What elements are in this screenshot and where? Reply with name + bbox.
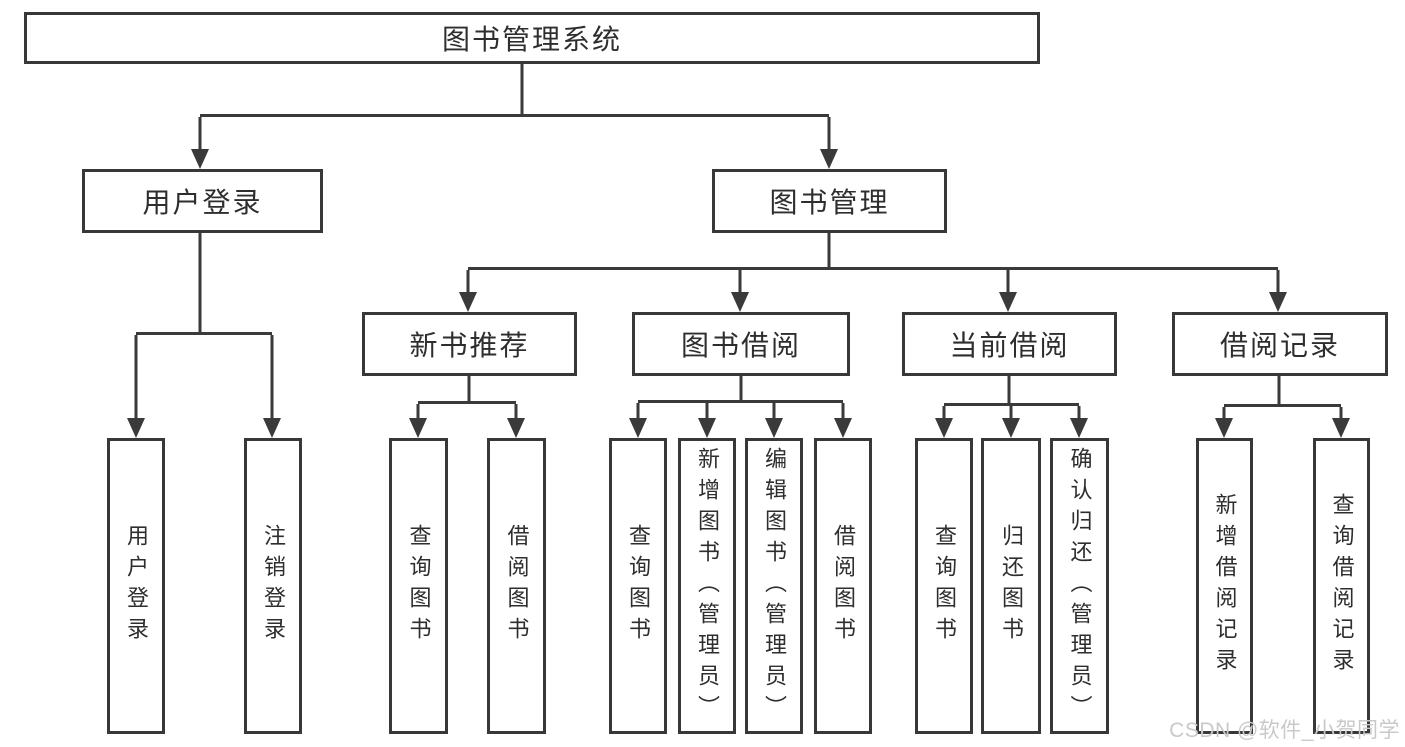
node-book-management: 图书管理 (712, 169, 947, 233)
node-current-borrowing: 当前借阅 (902, 312, 1117, 376)
node-label: 图书借阅 (680, 330, 801, 361)
node-label: 用户登录 (142, 187, 263, 218)
node-label: 图书管理 (769, 187, 890, 218)
node-borrowing-records: 借阅记录 (1172, 312, 1388, 376)
node-label: 确认归还（管理员） (1067, 446, 1093, 726)
node-label: 注销登录 (261, 524, 286, 648)
leaf-edit-book-admin: 编辑图书（管理员） (745, 438, 803, 734)
leaf-borrow-books-borrowing: 借阅图书 (814, 438, 872, 734)
node-label: 新增图书（管理员） (695, 446, 720, 726)
leaf-query-borrow-record: 查询借阅记录 (1313, 438, 1370, 734)
node-label: 图书管理系统 (441, 24, 622, 55)
node-label: 借阅记录 (1219, 330, 1340, 361)
node-label: 新增借阅记录 (1212, 493, 1238, 679)
leaf-query-books-current: 查询图书 (915, 438, 973, 734)
leaf-return-books: 归还图书 (981, 438, 1041, 734)
node-user-login: 用户登录 (82, 169, 323, 233)
leaf-add-borrow-record: 新增借阅记录 (1196, 438, 1253, 734)
node-label: 新书推荐 (409, 330, 530, 361)
leaf-add-book-admin: 新增图书（管理员） (678, 438, 736, 734)
node-label: 归还图书 (999, 524, 1024, 648)
node-label: 查询图书 (406, 524, 432, 648)
leaf-user-login: 用户登录 (107, 438, 165, 734)
leaf-logout: 注销登录 (244, 438, 302, 734)
node-label: 查询借阅记录 (1329, 493, 1355, 679)
node-new-book-recommendation: 新书推荐 (362, 312, 577, 376)
leaf-confirm-return-admin: 确认归还（管理员） (1050, 438, 1109, 734)
node-label: 查询图书 (932, 524, 957, 648)
arrowheads (127, 149, 1350, 438)
leaf-query-books-borrowing: 查询图书 (609, 438, 667, 734)
node-label: 查询图书 (626, 524, 651, 648)
node-label: 借阅图书 (504, 524, 530, 648)
node-library-management-system: 图书管理系统 (24, 12, 1040, 64)
node-book-borrowing: 图书借阅 (632, 312, 850, 376)
node-label: 编辑图书（管理员） (762, 446, 787, 726)
csdn-watermark: CSDN @软件_小贺同学 (1169, 719, 1400, 742)
node-label: 借阅图书 (831, 524, 856, 648)
leaf-query-books-recommend: 查询图书 (389, 438, 448, 734)
node-label: 当前借阅 (949, 330, 1070, 361)
node-label: 用户登录 (124, 524, 149, 648)
leaf-borrow-books-recommend: 借阅图书 (487, 438, 546, 734)
